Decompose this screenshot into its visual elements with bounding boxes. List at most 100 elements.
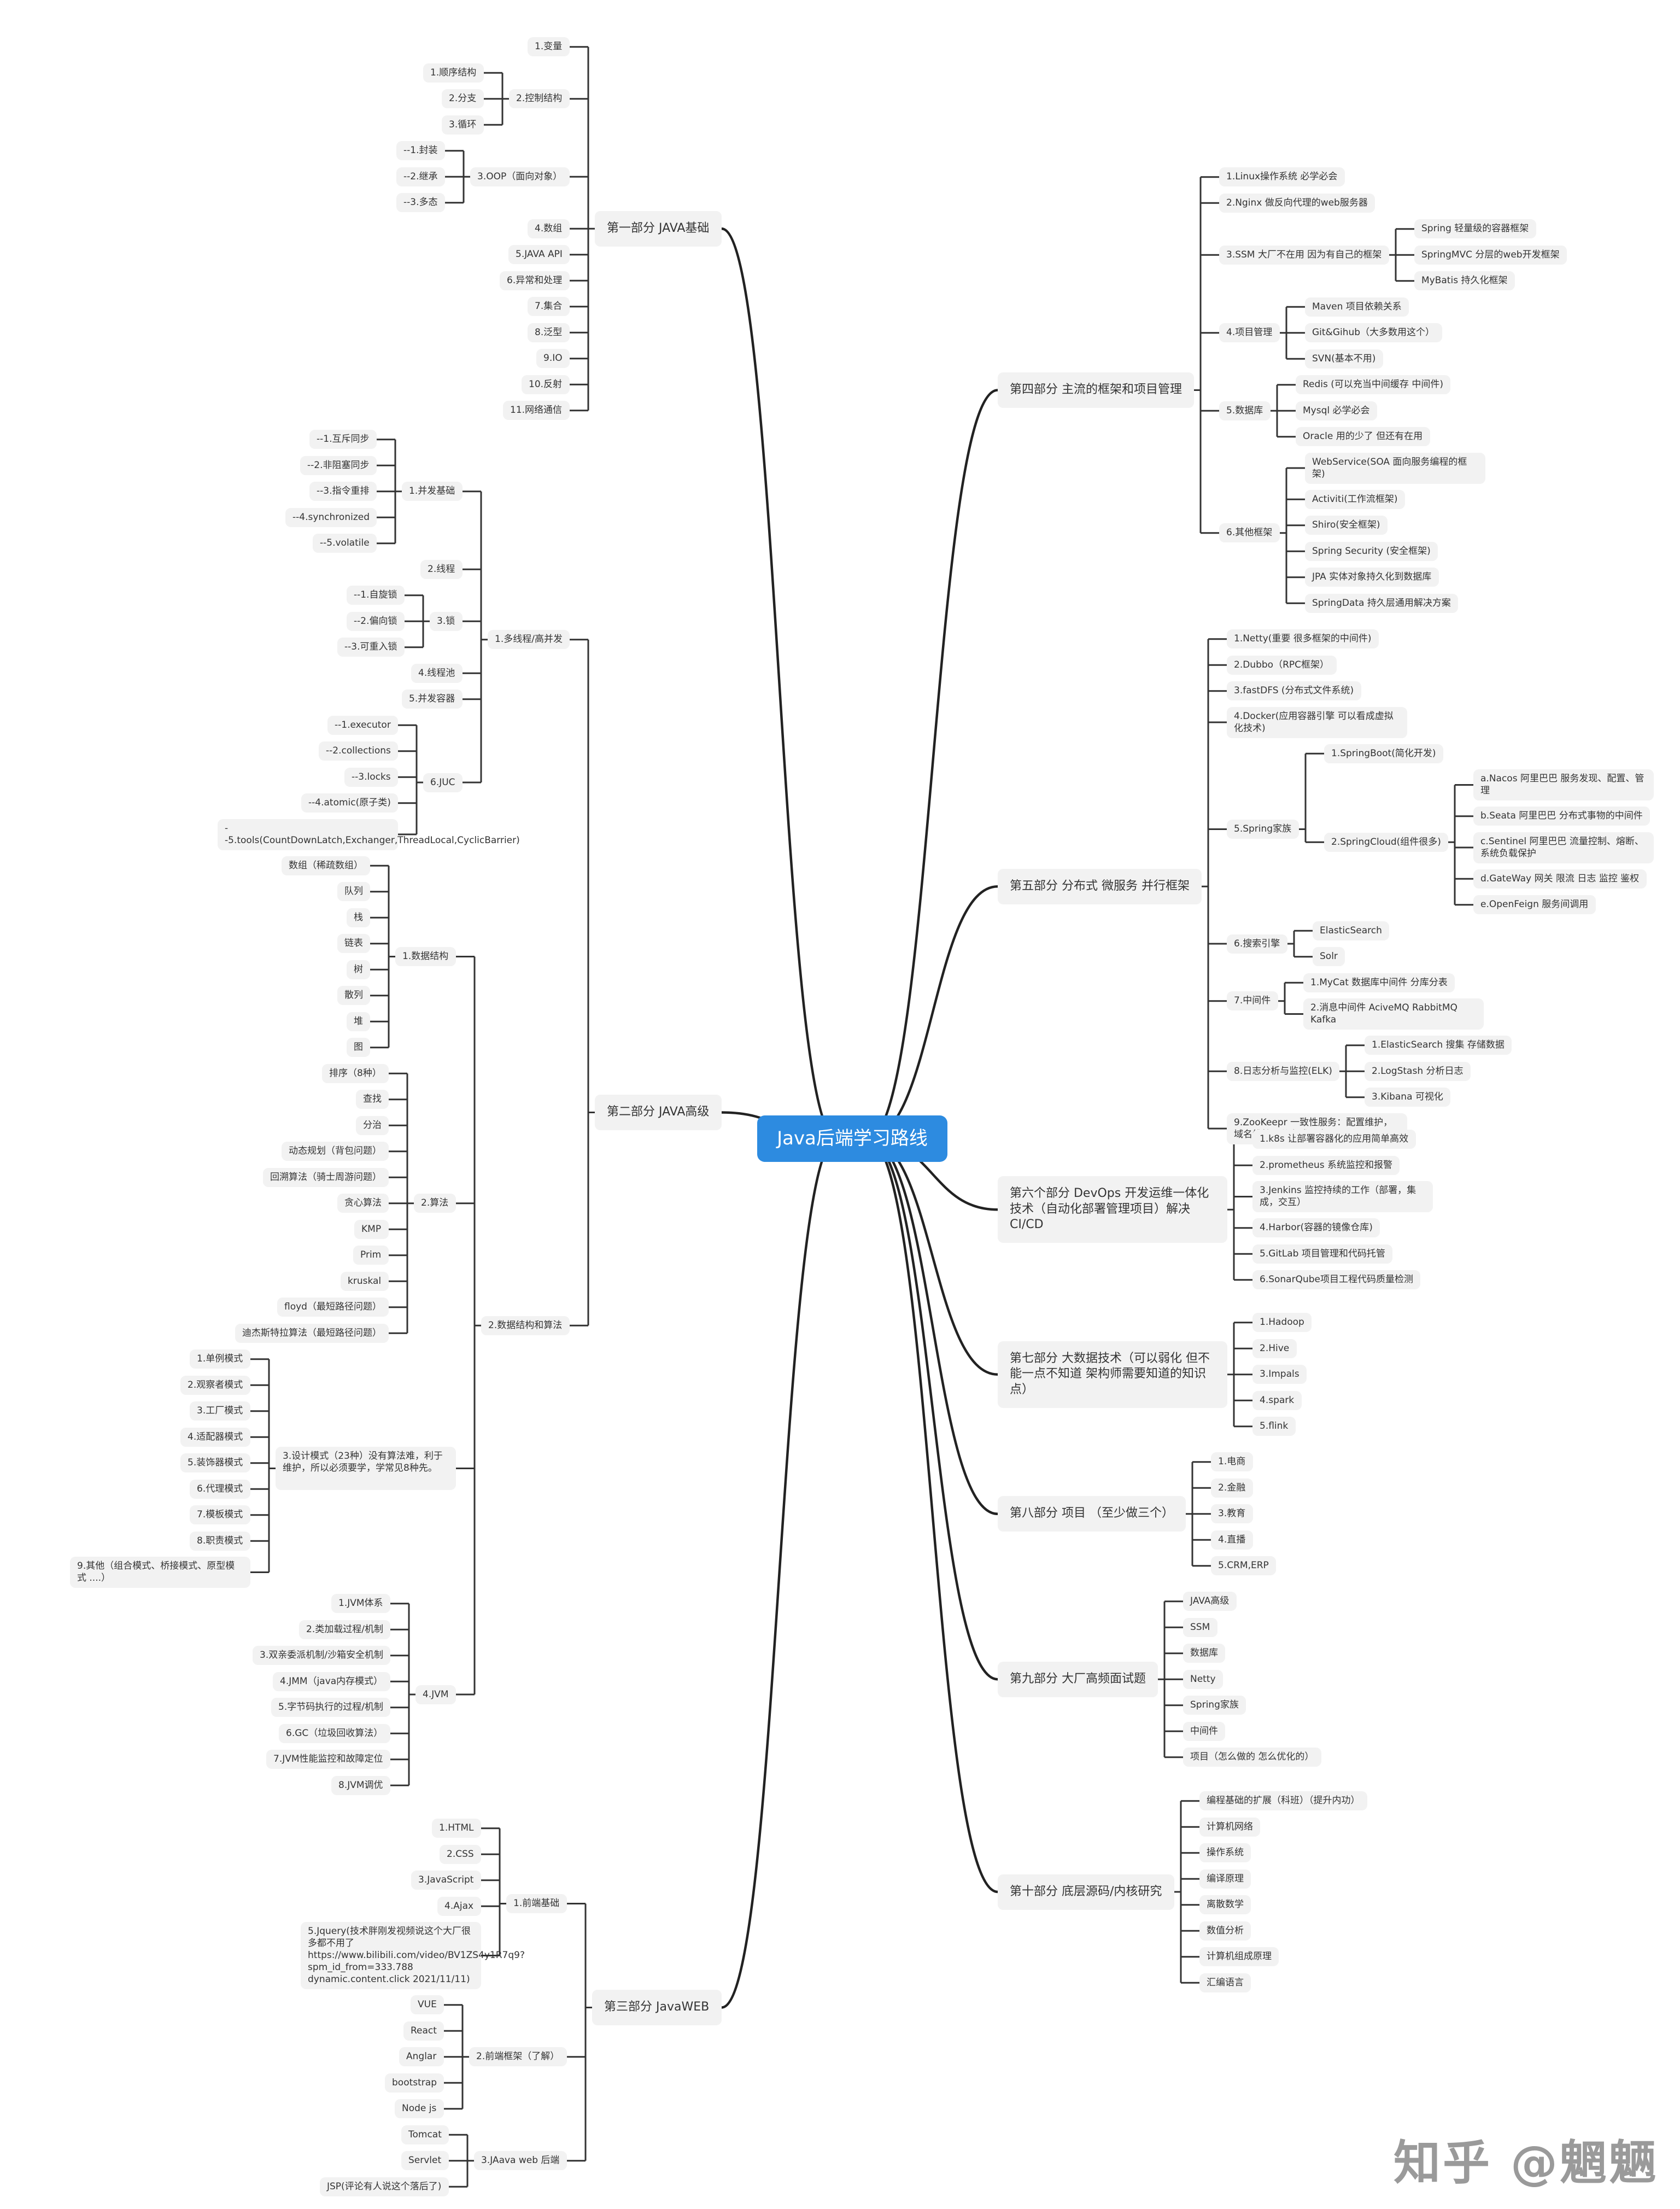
topic-node[interactable]: 链表 [337, 934, 370, 954]
topic-node[interactable]: 5.flink [1252, 1417, 1296, 1436]
topic-node[interactable]: 6.SonarQube项目工程代码质量检测 [1252, 1270, 1420, 1290]
topic-node[interactable]: d.GateWay 网关 限流 日志 监控 鉴权 [1473, 869, 1647, 889]
topic-node[interactable]: JPA 实体对象持久化到数据库 [1305, 568, 1439, 587]
topic-node[interactable]: 4.Ajax [437, 1896, 481, 1916]
topic-node[interactable]: 1.JVM体系 [331, 1594, 390, 1614]
topic-node[interactable]: 4.项目管理 [1219, 323, 1280, 343]
topic-node[interactable]: 3.双亲委派机制/沙箱安全机制 [253, 1646, 390, 1665]
topic-node[interactable]: Spring Security (安全框架) [1305, 541, 1438, 561]
topic-node[interactable]: 11.网络通信 [503, 401, 570, 420]
topic-node[interactable]: Activiti(工作流框架) [1305, 489, 1405, 509]
topic-node[interactable]: 图 [347, 1038, 370, 1057]
topic-node[interactable]: 3.锁 [430, 611, 463, 631]
topic-node[interactable]: Git&Gihub（大多数用这个） [1305, 323, 1442, 343]
topic-node[interactable]: --3.指令重排 [309, 482, 377, 501]
topic-node[interactable]: 离散数学 [1199, 1895, 1251, 1915]
topic-node[interactable]: SSM [1183, 1617, 1217, 1637]
topic-node[interactable]: 1.k8s 让部署容器化的应用简单高效 [1252, 1130, 1416, 1149]
topic-node[interactable]: 4.JVM [415, 1685, 456, 1704]
topic-node[interactable]: 3.SSM 大厂不在用 因为有自己的框架 [1219, 245, 1389, 265]
topic-node[interactable]: Mysql 必学必会 [1296, 401, 1377, 420]
topic-node[interactable]: 6.代理模式 [190, 1479, 250, 1499]
topic-node[interactable]: ElasticSearch [1313, 921, 1389, 940]
topic-node[interactable]: 9.其他（组合模式、桥接模式、原型模式 ....） [70, 1557, 250, 1588]
topic-node[interactable]: 6.GC（垃圾回收算法） [279, 1723, 390, 1743]
topic-node[interactable]: 6.异常和处理 [500, 271, 570, 290]
topic-node[interactable]: 7.中间件 [1227, 991, 1278, 1011]
topic-node[interactable]: KMP [354, 1219, 389, 1239]
topic-node[interactable]: 1.SpringBoot(简化开发) [1324, 744, 1443, 763]
topic-node[interactable]: 9.IO [536, 349, 570, 369]
topic-node[interactable]: Anglar [399, 2047, 444, 2067]
topic-node[interactable]: kruskal [341, 1271, 389, 1291]
topic-node[interactable]: 2.SpringCloud(组件很多) [1324, 832, 1448, 852]
topic-node[interactable]: 1.Linux操作系统 必学必会 [1219, 167, 1345, 187]
topic-node[interactable]: 2.消息中间件 AciveMQ RabbitMQ Kafka [1303, 998, 1484, 1030]
topic-node[interactable]: 3.设计模式（23种）没有算法难，利于维护，所以必须要学，学常见8种先。 [276, 1447, 456, 1490]
branch-node[interactable]: 第五部分 分布式 微服务 并行框架 [998, 868, 1202, 904]
topic-node[interactable]: 迪杰斯特拉算法（最短路径问题） [235, 1323, 389, 1343]
topic-node[interactable]: Oracle 用的少了 但还有在用 [1296, 427, 1430, 447]
topic-node[interactable]: 3.JAava web 后端 [474, 2151, 567, 2171]
topic-node[interactable]: 3.Kibana 可视化 [1365, 1088, 1450, 1107]
topic-node[interactable]: --4.synchronized [285, 507, 377, 527]
topic-node[interactable]: 3.JavaScript [411, 1871, 481, 1890]
topic-node[interactable]: 2.控制结构 [509, 89, 570, 109]
topic-node[interactable]: 排序（8种） [322, 1063, 389, 1083]
topic-node[interactable]: b.Seata 阿里巴巴 分布式事物的中间件 [1473, 807, 1650, 826]
topic-node[interactable]: --2.非阻塞同步 [300, 455, 377, 475]
topic-node[interactable]: 5.装饰器模式 [180, 1453, 250, 1473]
topic-node[interactable]: 栈 [347, 908, 370, 927]
topic-node[interactable]: bootstrap [385, 2073, 444, 2093]
topic-node[interactable]: 2.Dubbo（RPC框架） [1227, 655, 1337, 675]
topic-node[interactable]: Redis (可以充当中间缓存 中间件) [1296, 375, 1450, 395]
topic-node[interactable]: Tomcat [401, 2125, 449, 2144]
topic-node[interactable]: 计算机网络 [1199, 1817, 1260, 1837]
topic-node[interactable]: 1.电商 [1211, 1452, 1253, 1472]
topic-node[interactable]: Spring 轻量级的容器框架 [1414, 219, 1536, 239]
topic-node[interactable]: 8.日志分析与监控(ELK) [1227, 1061, 1339, 1081]
topic-node[interactable]: 2.算法 [414, 1194, 456, 1213]
topic-node[interactable]: --5.volatile [313, 534, 377, 553]
topic-node[interactable]: 4.spark [1252, 1390, 1302, 1410]
topic-node[interactable]: Solr [1313, 947, 1345, 967]
topic-node[interactable]: 编程基础的扩展（科班）（提升内功） [1199, 1791, 1367, 1811]
topic-node[interactable]: 7.模板模式 [190, 1505, 250, 1525]
topic-node[interactable]: WebService(SOA 面向服务编程的框架) [1305, 452, 1485, 484]
branch-node[interactable]: 第六个部分 DevOps 开发运维一体化技术（自动化部署管理项目）解决CI/CD [998, 1176, 1227, 1243]
topic-node[interactable]: --4.atomic(原子类) [301, 793, 398, 813]
topic-node[interactable]: JAVA高级 [1183, 1592, 1237, 1611]
topic-node[interactable]: 堆 [347, 1012, 370, 1031]
topic-node[interactable]: 3.Impals [1252, 1365, 1307, 1384]
branch-node[interactable]: 第三部分 JavaWEB [592, 1990, 722, 2025]
topic-node[interactable]: SpringMVC 分层的web开发框架 [1414, 245, 1567, 265]
topic-node[interactable]: 编译原理 [1199, 1869, 1251, 1889]
topic-node[interactable]: 10.反射 [522, 375, 570, 394]
topic-node[interactable]: e.OpenFeign 服务间调用 [1473, 895, 1596, 915]
topic-node[interactable]: 3.工厂模式 [190, 1401, 250, 1421]
topic-node[interactable]: 7.JVM性能监控和故障定位 [266, 1750, 390, 1769]
topic-node[interactable]: 1.单例模式 [190, 1349, 250, 1369]
topic-node[interactable]: Netty [1183, 1669, 1223, 1689]
branch-node[interactable]: 第八部分 项目 （至少做三个） [998, 1496, 1186, 1532]
branch-node[interactable]: 第四部分 主流的框架和项目管理 [998, 372, 1194, 408]
topic-node[interactable]: 8.泛型 [528, 323, 570, 342]
topic-node[interactable]: 4.直播 [1211, 1530, 1253, 1550]
topic-node[interactable]: 1.HTML [432, 1819, 481, 1838]
topic-node[interactable]: --1.自旋锁 [347, 586, 405, 605]
topic-node[interactable]: 中间件 [1183, 1721, 1225, 1741]
topic-node[interactable]: floyd（最短路径问题） [277, 1298, 389, 1317]
topic-node[interactable]: 8.JVM调优 [331, 1775, 390, 1795]
topic-node[interactable]: --3.locks [344, 767, 398, 787]
topic-node[interactable]: JSP(评论有人说这个落后了) [320, 2177, 449, 2196]
topic-node[interactable]: --3.可重入锁 [337, 638, 405, 657]
topic-node[interactable]: 回溯算法（骑士周游问题） [263, 1167, 389, 1187]
topic-node[interactable]: 4.适配器模式 [180, 1427, 250, 1447]
topic-node[interactable]: 贪心算法 [337, 1194, 389, 1213]
topic-node[interactable]: 5.JAVA API [508, 245, 570, 265]
topic-node[interactable]: 2.数据结构和算法 [481, 1316, 570, 1335]
topic-node[interactable]: Spring家族 [1183, 1696, 1246, 1715]
topic-node[interactable]: 3.循环 [442, 115, 484, 135]
topic-node[interactable]: Maven 项目依赖关系 [1305, 297, 1409, 317]
topic-node[interactable]: 数据库 [1183, 1644, 1225, 1663]
